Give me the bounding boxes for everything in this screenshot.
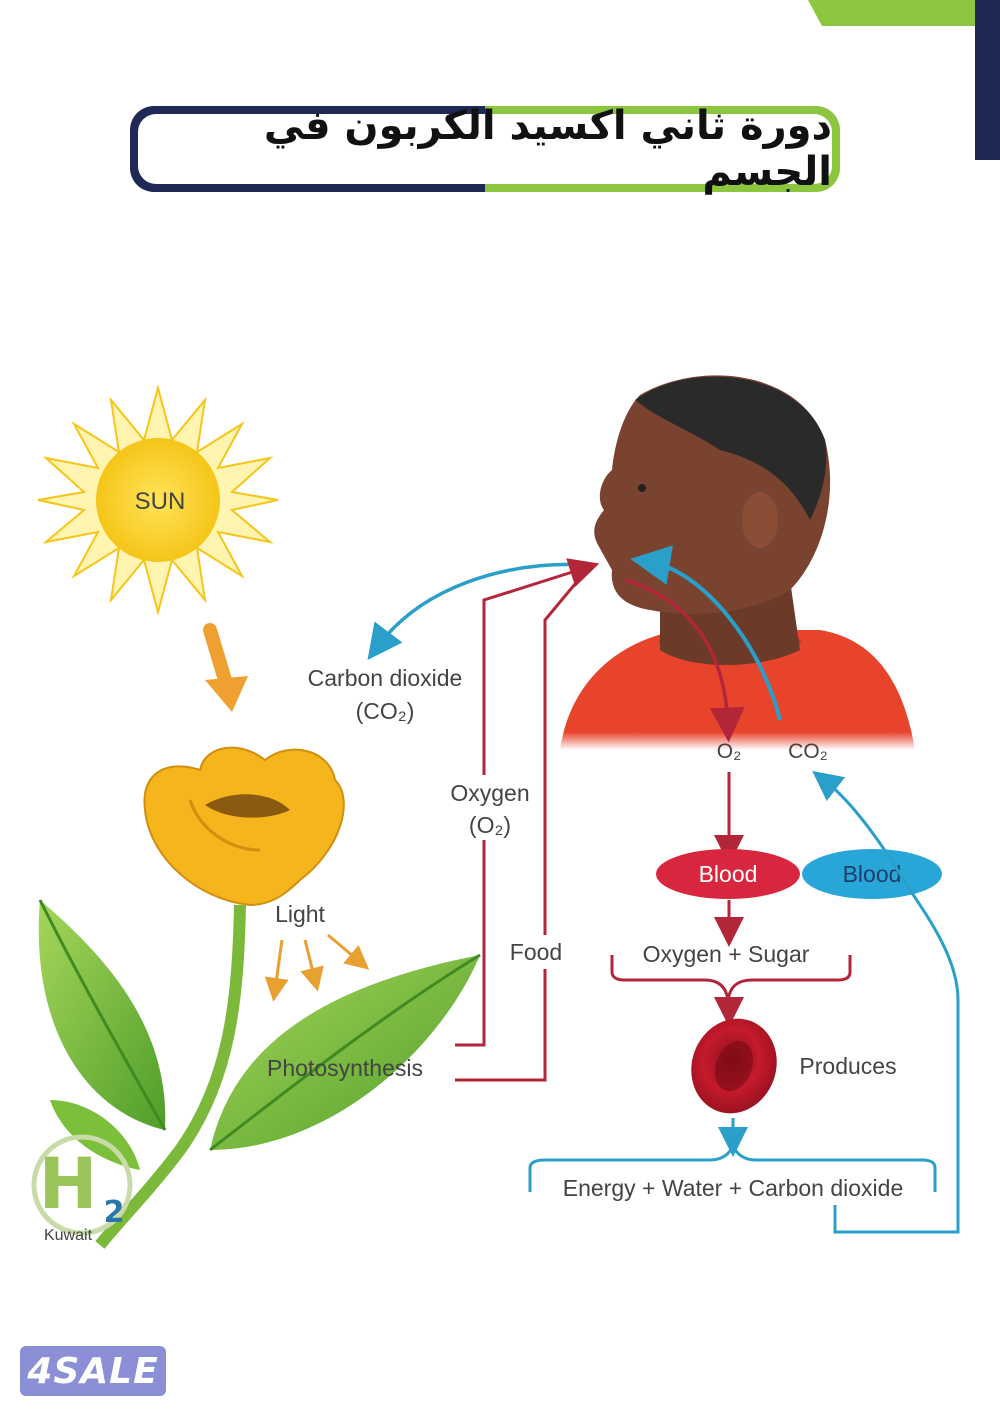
blood-blue-label: Blood [843, 861, 902, 887]
light-label: Light [275, 901, 325, 927]
food-path [455, 571, 587, 1082]
co2-exhale-arrow [630, 545, 782, 721]
co2-return-path [812, 770, 960, 1234]
produces-label: Produces [799, 1053, 896, 1079]
4sale-watermark: 4SALE [20, 1346, 166, 1396]
energy-water-co2-label: Energy + Water + Carbon dioxide [563, 1175, 904, 1201]
blood-red-pill [656, 849, 800, 899]
co2-body-label: CO₂ [788, 740, 828, 763]
oxygen-sugar-label: Oxygen + Sugar [643, 941, 810, 967]
4sale-watermark-text: 4SALE [27, 1350, 159, 1392]
title-box: دورة ثاني اكسيد الكربون في الجسم [138, 103, 832, 195]
carbon-dioxide-label: Carbon dioxide [308, 665, 463, 691]
sun [37, 384, 279, 616]
plant [38, 746, 481, 1249]
photosynthesis-label: Photosynthesis [267, 1055, 423, 1081]
h2-logo-sub: 2 [104, 1195, 125, 1230]
corner-decoration [808, 0, 1000, 160]
h2-logo-letter: H [39, 1143, 98, 1225]
sun-to-flower-arrow [203, 623, 232, 687]
o2-inhale-arrow [624, 578, 745, 743]
oxygen-label: Oxygen [450, 780, 529, 806]
blood-red-label: Blood [699, 861, 758, 887]
light-arrows [264, 933, 370, 1002]
co2-to-air-arrow [367, 562, 591, 660]
o2-body-label: O₂ [717, 740, 742, 763]
food-label: Food [510, 939, 562, 965]
h2-kuwait-logo: H 2 Kuwait [31, 1134, 133, 1240]
co2-formula-label: (CO₂) [356, 698, 415, 724]
person [560, 375, 915, 750]
o2-formula-label: (O₂) [469, 812, 511, 838]
sun-label: SUN [135, 488, 186, 515]
energy-bracket [528, 1140, 937, 1192]
h2-logo-word: Kuwait [44, 1227, 93, 1240]
page-title: دورة ثاني اكسيد الكربون في الجسم [263, 103, 832, 195]
